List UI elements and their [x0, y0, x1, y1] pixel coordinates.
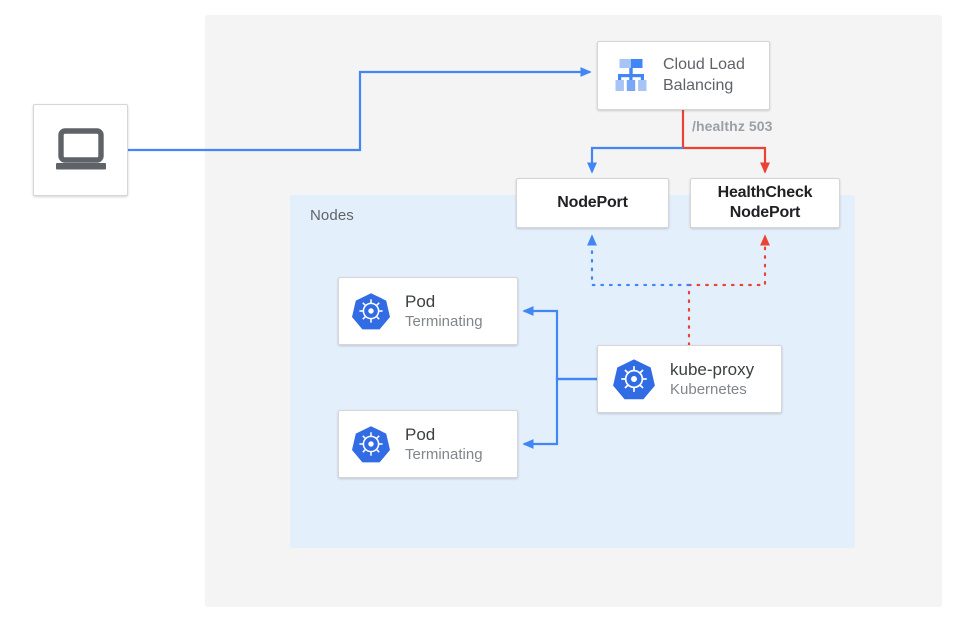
- nodeport-label: NodePort: [557, 194, 628, 212]
- kubernetes-icon: [612, 357, 656, 401]
- healthz-edge-label: /healthz 503: [692, 118, 773, 134]
- pod-subtitle: Terminating: [405, 313, 483, 331]
- nodeport-card[interactable]: NodePort: [516, 178, 669, 228]
- pod-text: Pod Terminating: [405, 424, 483, 465]
- pod-card[interactable]: Pod Terminating: [338, 410, 518, 478]
- healthcheck-nodeport-label-line1: HealthCheck: [717, 184, 813, 202]
- kubernetes-icon: [351, 291, 391, 331]
- pod-text: Pod Terminating: [405, 291, 483, 332]
- pod-title: Pod: [405, 291, 436, 311]
- laptop-icon: [53, 127, 109, 173]
- kube-proxy-subtitle: Kubernetes: [670, 381, 747, 399]
- nodes-panel-label: Nodes: [310, 207, 354, 224]
- cloud-load-balancing-icon: [608, 53, 654, 99]
- cloud-load-balancing-card[interactable]: Cloud Load Balancing: [597, 41, 770, 110]
- cloud-load-balancing-text: Cloud Load Balancing: [663, 55, 745, 96]
- kube-proxy-card[interactable]: kube-proxy Kubernetes: [597, 345, 782, 413]
- pod-title: Pod: [405, 424, 436, 444]
- healthcheck-nodeport-label-line2: NodePort: [729, 204, 801, 221]
- healthcheck-nodeport-label: HealthCheck NodePort: [718, 183, 813, 222]
- cloud-load-balancing-title-line2: Balancing: [663, 76, 734, 94]
- healthcheck-nodeport-card[interactable]: HealthCheck NodePort: [690, 178, 840, 228]
- kube-proxy-title: kube-proxy: [670, 359, 755, 379]
- client-device-card[interactable]: [33, 104, 128, 196]
- cloud-load-balancing-title-line1: Cloud Load: [663, 56, 745, 74]
- kubernetes-icon: [351, 424, 391, 464]
- kube-proxy-text: kube-proxy Kubernetes: [670, 359, 754, 400]
- pod-card[interactable]: Pod Terminating: [338, 277, 518, 345]
- pod-subtitle: Terminating: [405, 446, 483, 464]
